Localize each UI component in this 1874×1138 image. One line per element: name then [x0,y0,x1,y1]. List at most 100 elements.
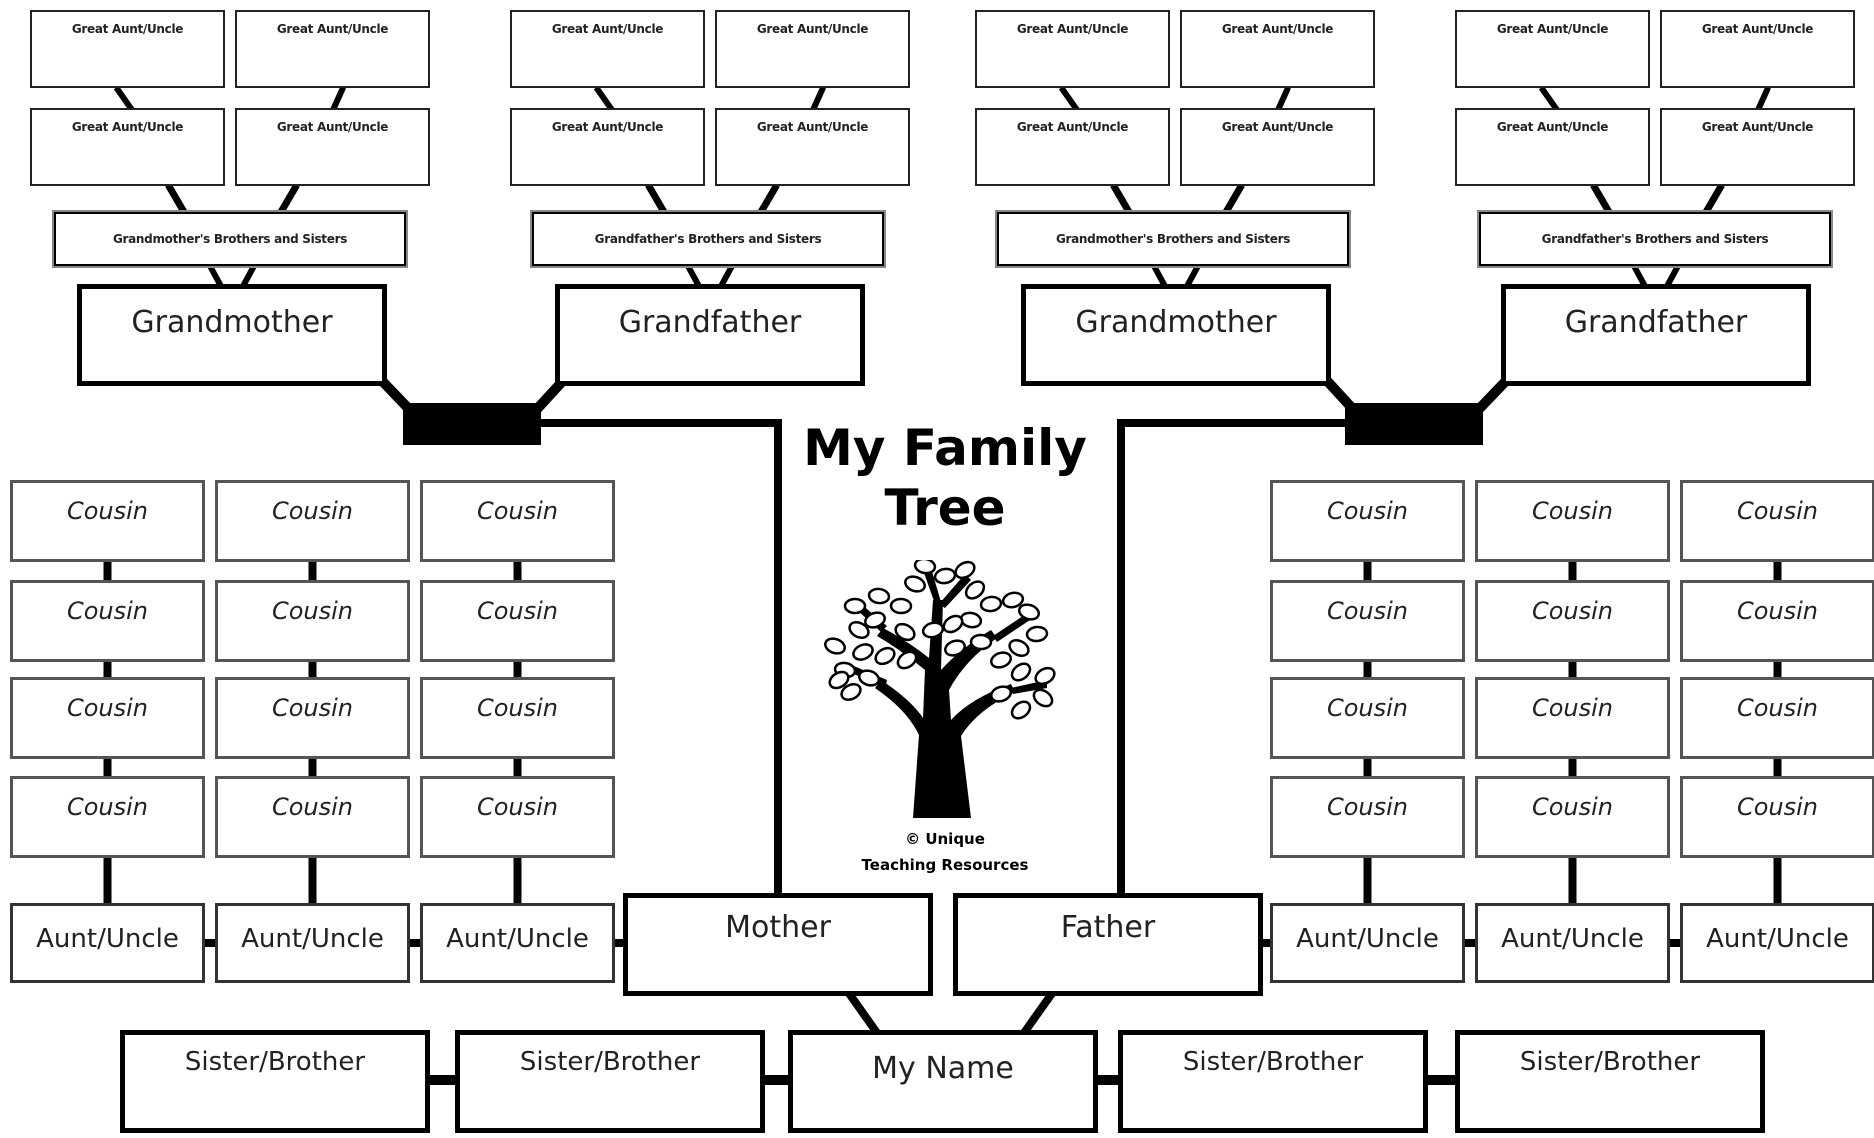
leaf [989,651,1013,669]
great-aunt-uncle-box: Great Aunt/Uncle [1455,108,1650,186]
mother-box: Mother [623,893,933,996]
cousin-box-label: Cousin [1531,597,1614,625]
aunt-uncle-box-label: Aunt/Uncle [1296,924,1439,954]
great-connector [1274,86,1291,114]
great-aunt-uncle-box: Great Aunt/Uncle [235,108,430,186]
cousin-box-label: Cousin [66,793,149,821]
grandparent-box-label: Grandfather [618,305,802,340]
great-aunt-uncle-box-label: Great Aunt/Uncle [276,22,389,36]
great-aunt-uncle-box-label: Great Aunt/Uncle [1016,120,1129,134]
grandparent-siblings-box-label: Grandmother's Brothers and Sisters [112,232,348,246]
page-title: My Family Tree [780,418,1110,538]
great-aunt-uncle-box-label: Great Aunt/Uncle [1496,120,1609,134]
great-aunt-uncle-box-label: Great Aunt/Uncle [1221,22,1334,36]
cousin-box-label: Cousin [1736,793,1819,821]
great-connector [593,85,617,115]
great-aunt-uncle-box-label: Great Aunt/Uncle [756,120,869,134]
great-aunt-uncle-box-label: Great Aunt/Uncle [1016,22,1129,36]
leaf [1034,666,1056,686]
cousin-box: Cousin [420,480,615,562]
cousin-box-label: Cousin [1531,694,1614,722]
cousin-box-label: Cousin [1736,497,1819,525]
grandparent-box-label: Grandmother [1075,305,1277,340]
great-connector [1221,183,1245,217]
cousin-box: Cousin [215,580,410,662]
leaf [904,575,926,593]
grandparent-join [1472,376,1511,416]
cousin-box-label: Cousin [1736,694,1819,722]
aunt-uncle-box-label: Aunt/Uncle [241,924,384,954]
leaf [1010,700,1032,720]
great-aunt-uncle-box: Great Aunt/Uncle [1180,108,1375,186]
great-aunt-uncle-box: Great Aunt/Uncle [715,10,910,88]
leaf [954,560,976,580]
leaf [889,597,913,615]
great-connector [276,183,300,217]
parent-connector [842,986,881,1036]
credit-line-2: Teaching Resources [861,856,1029,874]
great-aunt-uncle-box-label: Great Aunt/Uncle [71,120,184,134]
great-aunt-uncle-box: Great Aunt/Uncle [30,10,225,88]
father-box-label: Father [1060,910,1156,945]
great-aunt-uncle-box: Great Aunt/Uncle [235,10,430,88]
great-aunt-uncle-box-label: Great Aunt/Uncle [1701,22,1814,36]
great-aunt-uncle-box-label: Great Aunt/Uncle [551,120,664,134]
cousin-box: Cousin [1475,776,1670,858]
great-connector [645,183,669,217]
sibling-box: Sister/Brother [1455,1030,1765,1133]
aunt-uncle-box: Aunt/Uncle [420,903,615,983]
great-aunt-uncle-box-label: Great Aunt/Uncle [1701,120,1814,134]
parent-connector [1020,986,1059,1036]
grandparent-join-block [1345,403,1483,445]
great-aunt-uncle-box: Great Aunt/Uncle [1660,10,1855,88]
sibling-box-label: Sister/Brother [184,1047,366,1077]
grandparent-box: Grandmother [77,284,387,386]
cousin-box: Cousin [1270,580,1465,662]
leaf [913,560,937,575]
cousin-box: Cousin [10,480,205,562]
cousin-box: Cousin [1270,677,1465,759]
father-box: Father [953,893,1263,996]
grandparent-siblings-box: Grandmother's Brothers and Sisters [995,210,1351,268]
cousin-box: Cousin [420,776,615,858]
cousin-box: Cousin [1680,776,1874,858]
cousin-box: Cousin [215,480,410,562]
leaf [874,646,896,666]
aunt-uncle-box-label: Aunt/Uncle [36,924,179,954]
cousin-box-label: Cousin [1326,793,1409,821]
great-aunt-uncle-box-label: Great Aunt/Uncle [1221,120,1334,134]
cousin-box-label: Cousin [1736,597,1819,625]
leaf [857,669,881,687]
leaf [1001,591,1025,609]
grandparent-siblings-box-label: Grandfather's Brothers and Sisters [1541,232,1769,246]
grandparent-siblings-box: Grandfather's Brothers and Sisters [1477,210,1833,268]
great-aunt-uncle-box: Great Aunt/Uncle [975,108,1170,186]
cousin-box-label: Cousin [1326,694,1409,722]
great-aunt-uncle-box-label: Great Aunt/Uncle [1496,22,1609,36]
aunt-uncle-box-label: Aunt/Uncle [1706,924,1849,954]
cousin-box: Cousin [1680,677,1874,759]
leaf [843,597,867,615]
aunt-uncle-box: Aunt/Uncle [1270,903,1465,983]
sibling-box-label: Sister/Brother [1519,1047,1701,1077]
cousin-box-label: Cousin [271,793,354,821]
cousin-box-label: Cousin [1326,497,1409,525]
title-line-1: My Family [803,419,1087,477]
great-connector [1754,86,1771,114]
cousin-box-label: Cousin [476,497,559,525]
cousin-box: Cousin [10,776,205,858]
leaf [1032,688,1054,708]
leaf [989,685,1013,703]
great-aunt-uncle-box-label: Great Aunt/Uncle [551,22,664,36]
great-aunt-uncle-box: Great Aunt/Uncle [1455,10,1650,88]
great-aunt-uncle-box: Great Aunt/Uncle [1180,10,1375,88]
great-aunt-uncle-box-label: Great Aunt/Uncle [276,120,389,134]
cousin-box: Cousin [420,580,615,662]
great-connector [1701,183,1725,217]
leaf [969,633,993,651]
grandparent-box: Grandfather [555,284,865,386]
aunt-uncle-box-label: Aunt/Uncle [1501,924,1644,954]
aunt-uncle-box: Aunt/Uncle [215,903,410,983]
cousin-box: Cousin [215,776,410,858]
